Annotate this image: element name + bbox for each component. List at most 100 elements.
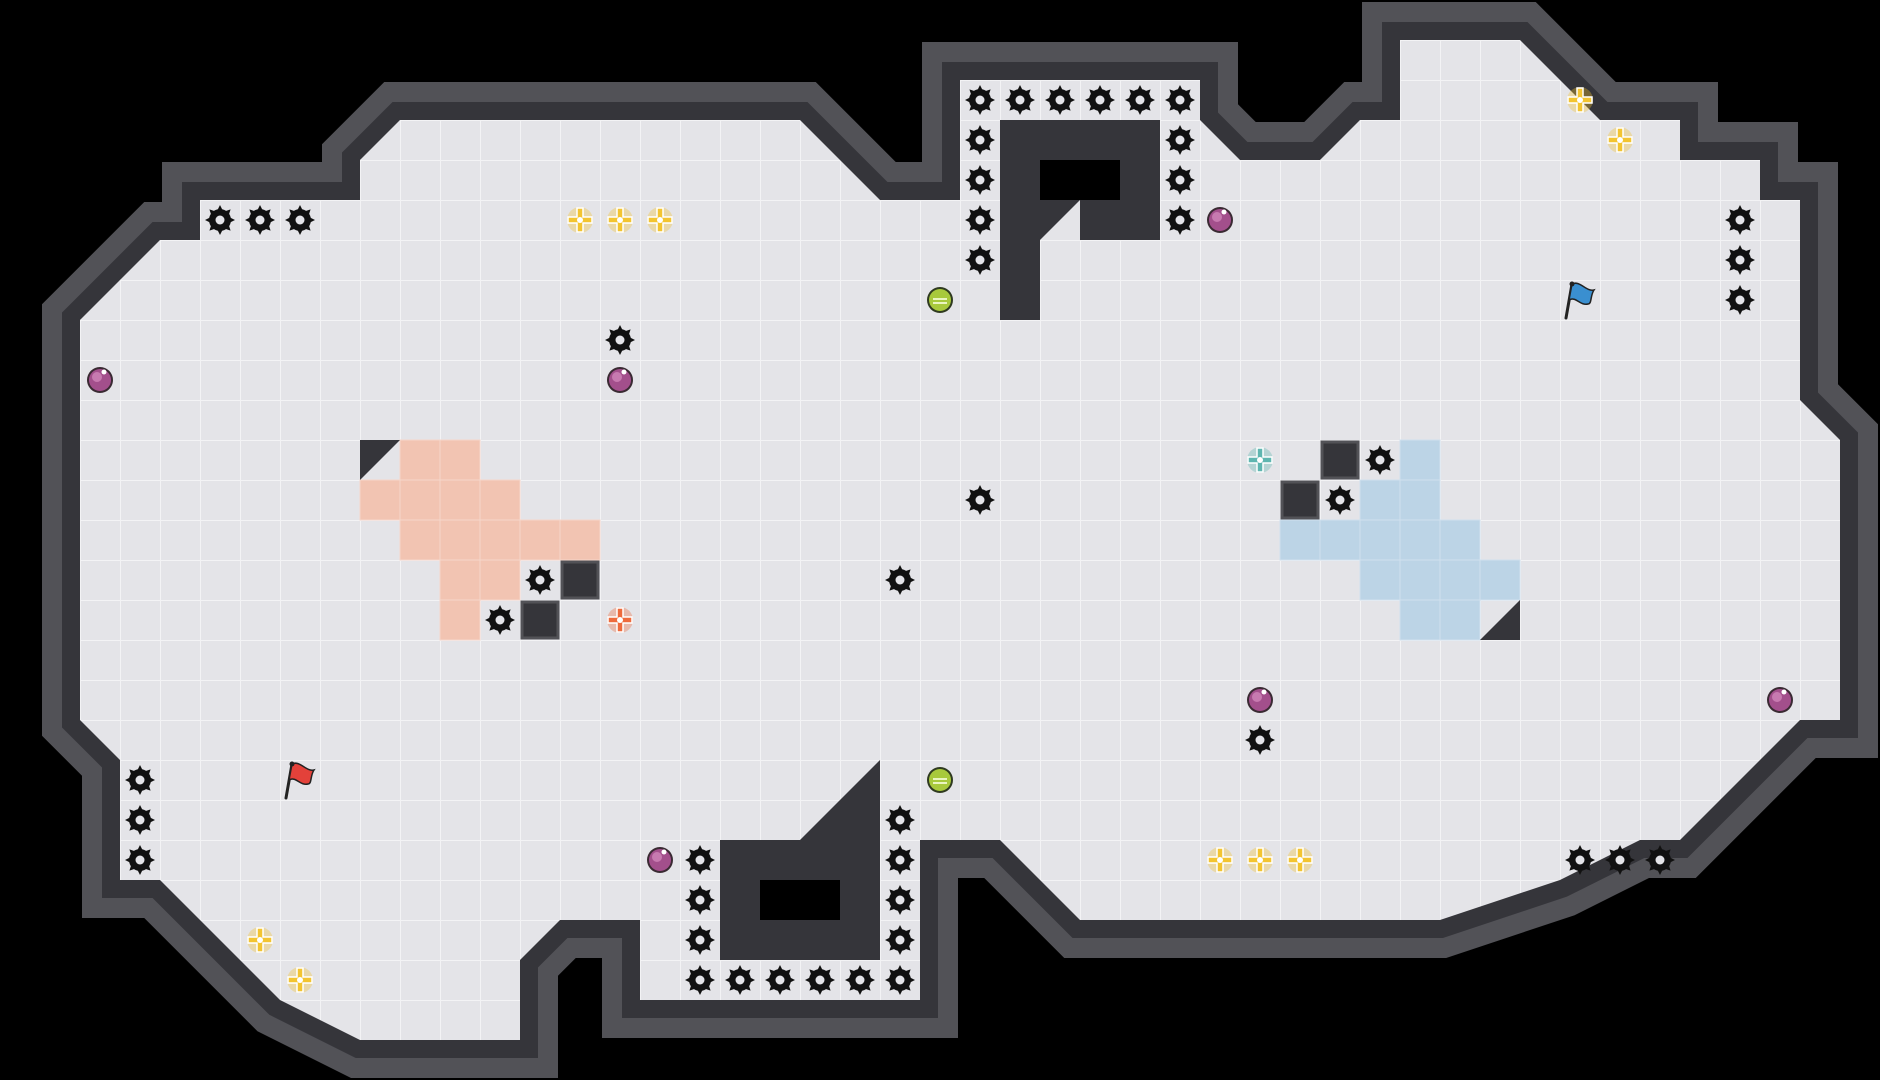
boost-icon xyxy=(1607,127,1633,153)
map-entities xyxy=(87,85,1793,995)
flag-icon xyxy=(284,761,316,800)
bomb-icon xyxy=(647,847,673,873)
spike-icon xyxy=(845,965,875,995)
boost-icon xyxy=(607,607,633,633)
spike-icon xyxy=(885,805,915,835)
blue-zone-tile xyxy=(1439,559,1481,601)
boost-icon xyxy=(1247,447,1273,473)
spike-icon xyxy=(1085,85,1115,115)
spike-icon xyxy=(125,805,155,835)
spike-icon xyxy=(1725,205,1755,235)
spike-icon xyxy=(1565,845,1595,875)
blue-zone-tile xyxy=(1399,519,1441,561)
boost-icon xyxy=(1247,847,1273,873)
blue-zone-tile xyxy=(1399,599,1441,641)
blue-zone-tile xyxy=(1359,519,1401,561)
boost-icon xyxy=(287,967,313,993)
spike-icon xyxy=(1365,445,1395,475)
spike-icon xyxy=(885,565,915,595)
spike-icon xyxy=(285,205,315,235)
blue-zone-tile xyxy=(1439,599,1481,641)
flag-icon xyxy=(1564,281,1596,320)
bottom-alcove-hole xyxy=(760,880,840,920)
wall-block xyxy=(560,560,600,600)
spike-icon xyxy=(1645,845,1675,875)
red-zone-tile xyxy=(479,479,521,521)
spike-icon xyxy=(1725,285,1755,315)
red-zone-tile xyxy=(479,559,521,601)
boost-icon xyxy=(1567,87,1593,113)
red-zone-tile xyxy=(399,439,441,481)
red-zone-tile xyxy=(439,519,481,561)
spike-icon xyxy=(1165,85,1195,115)
spike-icon xyxy=(1725,245,1755,275)
blue-zone-tile xyxy=(1399,479,1441,521)
blue-zone-tile xyxy=(1359,559,1401,601)
red-zone-tile xyxy=(439,599,481,641)
spike-icon xyxy=(685,885,715,915)
bomb-icon xyxy=(1207,207,1233,233)
boost-icon xyxy=(647,207,673,233)
ramp-tile xyxy=(1480,600,1520,640)
spike-icon xyxy=(605,325,635,355)
blue-zone-tile xyxy=(1319,519,1361,561)
blue-zone-tile xyxy=(1279,519,1321,561)
spike-icon xyxy=(1325,485,1355,515)
bomb-icon xyxy=(87,367,113,393)
team-zones xyxy=(359,439,1521,641)
spike-icon xyxy=(125,765,155,795)
spike-icon xyxy=(885,925,915,955)
spike-icon xyxy=(965,245,995,275)
spike-icon xyxy=(685,925,715,955)
spike-icon xyxy=(885,845,915,875)
spike-icon xyxy=(805,965,835,995)
spike-icon xyxy=(1165,165,1195,195)
ramp-tile xyxy=(360,440,400,480)
spike-icon xyxy=(125,845,155,875)
wall-block xyxy=(1320,440,1360,480)
spike-icon xyxy=(725,965,755,995)
spike-icon xyxy=(245,205,275,235)
top-alcove-hole xyxy=(1040,160,1120,200)
red-zone-tile xyxy=(439,559,481,601)
blue-zone-tile xyxy=(1399,559,1441,601)
spike-icon xyxy=(965,85,995,115)
red-zone-tile xyxy=(399,479,441,521)
spike-icon xyxy=(965,125,995,155)
spike-icon xyxy=(1125,85,1155,115)
boost-icon xyxy=(1287,847,1313,873)
wall-block xyxy=(520,600,560,640)
bomb-icon xyxy=(1247,687,1273,713)
bottom-alcove-slope xyxy=(800,760,880,840)
red-zone-tile xyxy=(399,519,441,561)
boost-icon xyxy=(567,207,593,233)
red-zone-tile xyxy=(439,439,481,481)
spike-icon xyxy=(885,965,915,995)
spike-icon xyxy=(525,565,555,595)
wall-blocks xyxy=(360,120,1520,960)
red-zone-tile xyxy=(439,479,481,521)
spike-icon xyxy=(1165,125,1195,155)
arena-floor xyxy=(80,40,1840,1040)
bomb-icon xyxy=(1767,687,1793,713)
spike-icon xyxy=(1005,85,1035,115)
wall-block xyxy=(1280,480,1320,520)
spike-icon xyxy=(685,965,715,995)
bomb-icon xyxy=(607,367,633,393)
spike-icon xyxy=(685,845,715,875)
boost-icon xyxy=(607,207,633,233)
spike-icon xyxy=(1605,845,1635,875)
spike-icon xyxy=(1045,85,1075,115)
floor-area xyxy=(80,40,1840,1040)
powerup-icon xyxy=(926,766,954,794)
boost-icon xyxy=(1207,847,1233,873)
blue-zone-tile xyxy=(1399,439,1441,481)
red-zone-tile xyxy=(519,519,561,561)
spike-icon xyxy=(965,485,995,515)
blue-zone-tile xyxy=(1479,559,1521,601)
spike-icon xyxy=(965,165,995,195)
blue-zone-tile xyxy=(1439,519,1481,561)
spike-icon xyxy=(485,605,515,635)
boost-icon xyxy=(247,927,273,953)
